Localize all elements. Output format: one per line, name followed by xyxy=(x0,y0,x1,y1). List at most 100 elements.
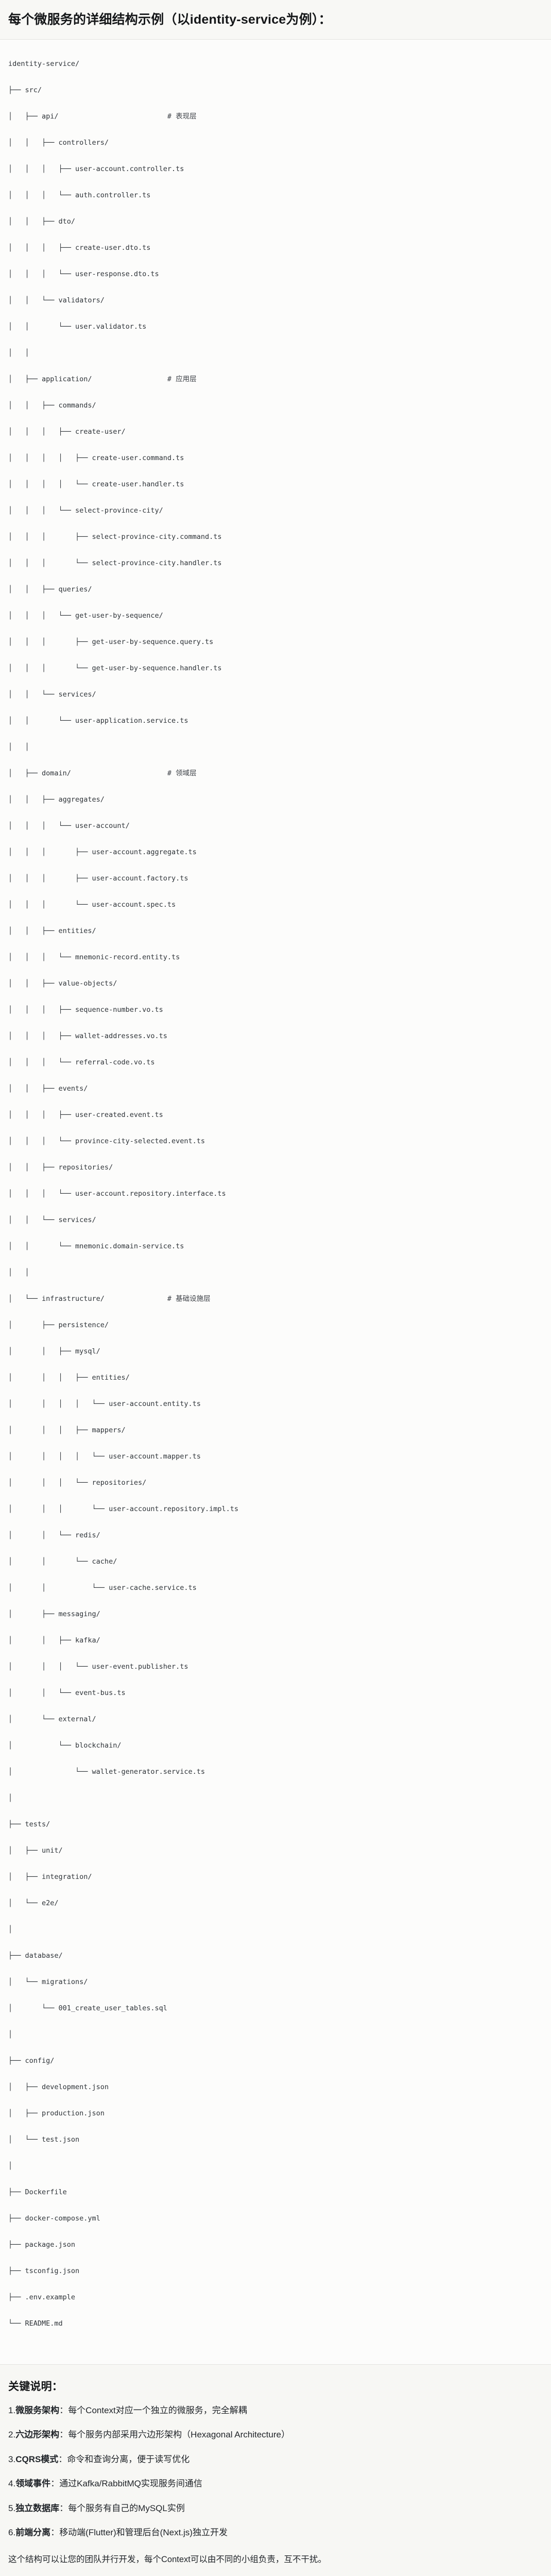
tree-line: │ │ ├── mysql/ xyxy=(8,1345,543,1359)
tree-line: │ │ │ ├── sequence-number.vo.ts xyxy=(8,1004,543,1017)
tree-line: │ │ xyxy=(8,741,543,754)
tree-line-gap xyxy=(71,769,167,777)
tree-line: │ │ │ ├── user-account.aggregate.ts xyxy=(8,846,543,859)
key-note-item: 6.前端分离：移动端(Flutter)和管理后台(Next.js)独立开发 xyxy=(8,2526,543,2539)
tree-line-text: │ ├── application/ xyxy=(8,375,92,384)
key-note-term: CQRS模式 xyxy=(15,2454,59,2464)
tree-line: │ └── infrastructure/ # 基础设施层 xyxy=(8,1293,543,1306)
key-note-term: 领域事件 xyxy=(15,2479,51,2489)
tree-line: │ │ │ ├── get-user-by-sequence.query.ts xyxy=(8,636,543,649)
tree-line: │ │ │ ├── select-province-city.command.t… xyxy=(8,531,543,544)
tree-line: │ ├── messaging/ xyxy=(8,1608,543,1621)
tree-line: │ │ │ └── mnemonic-record.entity.ts xyxy=(8,951,543,964)
tree-line: │ ├── api/ # 表现层 xyxy=(8,110,543,124)
tree-line-text: │ │ │ ├── sequence-number.vo.ts xyxy=(8,1006,163,1014)
tree-line-text: │ │ ├── kafka/ xyxy=(8,1636,100,1645)
tree-line-text: │ │ └── mnemonic.domain-service.ts xyxy=(8,1242,184,1251)
tree-line-text: │ │ │ └── user-response.dto.ts xyxy=(8,270,159,279)
tree-line-text: │ │ │ └── repositories/ xyxy=(8,1479,147,1487)
tree-line-text: │ │ │ │ └── user-account.mapper.ts xyxy=(8,1452,201,1461)
tree-line: │ │ └── user.validator.ts xyxy=(8,320,543,334)
tree-line: │ ├── production.json xyxy=(8,2107,543,2121)
tree-line-text: │ ├── messaging/ xyxy=(8,1610,100,1619)
tree-line-text: │ └── migrations/ xyxy=(8,1978,88,1987)
tree-line: │ │ │ ├── wallet-addresses.vo.ts xyxy=(8,1030,543,1043)
tree-line: │ │ └── services/ xyxy=(8,1214,543,1227)
tree-line-text: │ │ │ ├── get-user-by-sequence.query.ts xyxy=(8,638,214,647)
tree-line: │ │ │ └── select-province-city/ xyxy=(8,504,543,518)
tree-line: │ │ ├── kafka/ xyxy=(8,1634,543,1648)
tree-line-text: │ │ │ │ └── create-user.handler.ts xyxy=(8,480,184,489)
tree-line-text: │ │ │ └── select-province-city/ xyxy=(8,506,163,515)
tree-line-text: │ xyxy=(8,1925,13,1934)
tree-line-comment: # 基础设施层 xyxy=(167,1295,211,1303)
key-note-separator: ： xyxy=(59,2430,68,2440)
key-note-term: 独立数据库 xyxy=(15,2503,60,2513)
tree-line: │ │ ├── events/ xyxy=(8,1082,543,1096)
tree-line-text: ├── docker-compose.yml xyxy=(8,2214,100,2223)
tree-line: │ │ │ └── repositories/ xyxy=(8,1477,543,1490)
tree-line: │ │ │ └── user-event.publisher.ts xyxy=(8,1660,543,1674)
key-note-description: 每个服务有自己的MySQL实例 xyxy=(68,2503,185,2513)
tree-line: │ └── external/ xyxy=(8,1713,543,1726)
key-note-separator: ： xyxy=(58,2454,67,2464)
tree-line-text: │ │ │ └── province-city-selected.event.t… xyxy=(8,1137,205,1146)
key-note-number: 1. xyxy=(8,2405,16,2415)
tree-line: │ │ └── validators/ xyxy=(8,294,543,308)
tree-line-text: │ │ └── cache/ xyxy=(8,1557,117,1566)
tree-line-text: ├── tsconfig.json xyxy=(8,2267,80,2276)
tree-line: │ │ ├── commands/ xyxy=(8,399,543,413)
tree-line: │ └── migrations/ xyxy=(8,1976,543,1989)
tree-line: │ │ │ ├── create-user.dto.ts xyxy=(8,242,543,255)
tree-line: ├── tests/ xyxy=(8,1818,543,1832)
tree-line-text: │ │ │ └── referral-code.vo.ts xyxy=(8,1058,155,1067)
tree-line-text: ├── .env.example xyxy=(8,2293,76,2302)
tree-line-text: │ xyxy=(8,1794,13,1803)
tree-line-text: │ xyxy=(8,2030,13,2039)
key-note-number: 6. xyxy=(8,2528,16,2538)
tree-line-text: │ │ ├── queries/ xyxy=(8,585,92,594)
tree-line: │ │ │ └── get-user-by-sequence.handler.t… xyxy=(8,662,543,675)
tree-line: │ │ │ │ └── create-user.handler.ts xyxy=(8,478,543,492)
tree-line-text: │ xyxy=(8,2162,13,2171)
tree-line: │ ├── domain/ # 领域层 xyxy=(8,767,543,781)
key-note-number: 4. xyxy=(8,2479,16,2489)
tree-line: │ └── test.json xyxy=(8,2133,543,2147)
tree-line-text: │ │ └── validators/ xyxy=(8,296,105,305)
key-note-item: 4.领域事件：通过Kafka/RabbitMQ实现服务间通信 xyxy=(8,2477,543,2490)
tree-line: │ │ │ └── select-province-city.handler.t… xyxy=(8,557,543,570)
tree-line-text: │ │ └── redis/ xyxy=(8,1531,100,1540)
tree-line: ├── src/ xyxy=(8,84,543,97)
tree-line-text: ├── package.json xyxy=(8,2241,76,2249)
tree-line-text: │ └── test.json xyxy=(8,2136,80,2144)
tree-line: │ │ │ └── auth.controller.ts xyxy=(8,189,543,202)
tree-line: │ │ ├── value-objects/ xyxy=(8,977,543,991)
tree-line: │ │ xyxy=(8,1266,543,1280)
tree-line: │ ├── persistence/ xyxy=(8,1319,543,1332)
tree-line: │ ├── application/ # 应用层 xyxy=(8,373,543,386)
tree-line: │ │ ├── entities/ xyxy=(8,925,543,938)
tree-line-text: │ ├── persistence/ xyxy=(8,1321,109,1330)
tree-line-text: │ │ │ └── get-user-by-sequence/ xyxy=(8,612,163,620)
tree-line-text: │ ├── domain/ xyxy=(8,769,71,778)
tree-line-text: │ └── infrastructure/ xyxy=(8,1295,105,1303)
tree-line: ├── .env.example xyxy=(8,2291,543,2304)
tree-line-text: │ │ │ └── user-event.publisher.ts xyxy=(8,1663,188,1671)
tree-line: │ xyxy=(8,1923,543,1937)
key-note-separator: ： xyxy=(50,2479,60,2489)
tree-line: identity-service/ xyxy=(8,58,543,71)
tree-line: │ │ └── redis/ xyxy=(8,1529,543,1543)
tree-line-text: ├── Dockerfile xyxy=(8,2188,67,2197)
tree-line-text: │ │ │ ├── user-account.controller.ts xyxy=(8,165,184,174)
tree-line-text: │ │ └── user-application.service.ts xyxy=(8,717,188,725)
directory-tree: identity-service/ ├── src/ │ ├── api/ # … xyxy=(8,58,543,2344)
key-note-term: 六边形架构 xyxy=(15,2430,60,2440)
key-note-number: 5. xyxy=(8,2503,16,2513)
tree-line: │ │ └── cache/ xyxy=(8,1555,543,1569)
key-note-number: 3. xyxy=(8,2454,16,2464)
tree-line-text: │ ├── development.json xyxy=(8,2083,109,2092)
tree-line-text: │ │ │ └── get-user-by-sequence.handler.t… xyxy=(8,664,222,673)
tree-line-text: │ ├── unit/ xyxy=(8,1846,63,1855)
